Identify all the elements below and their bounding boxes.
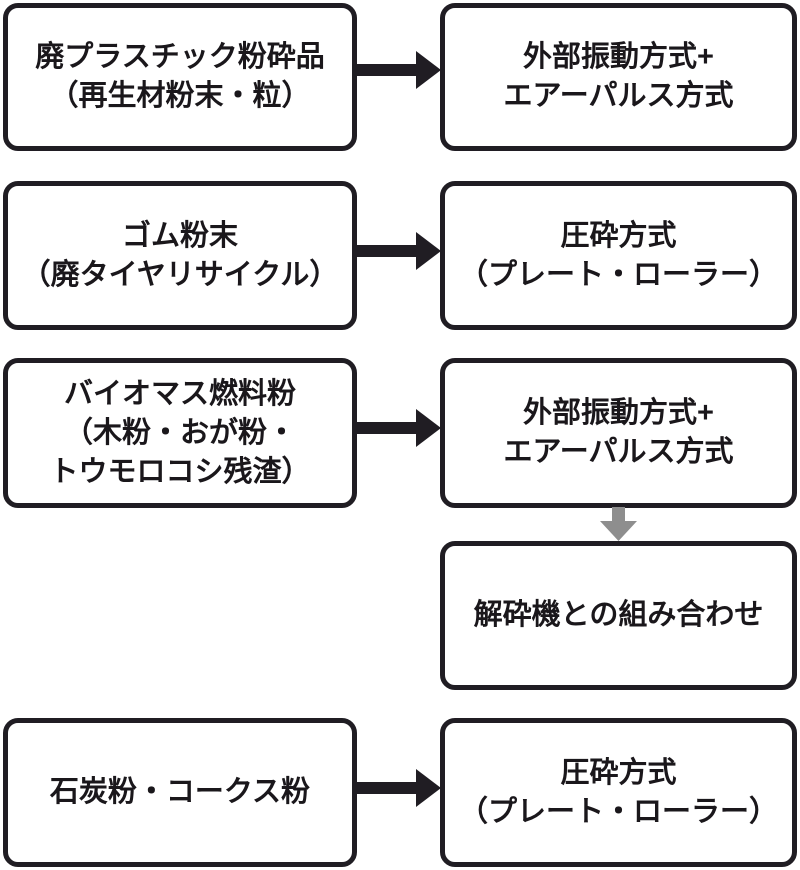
material-label: ゴム粉末 xyxy=(121,219,238,252)
material-label: （廃タイヤリサイクル） xyxy=(21,258,339,291)
right-arrow-icon xyxy=(357,232,441,270)
method-box-vibration-airpulse-2: 外部振動方式+ エアーパルス方式 xyxy=(440,358,797,508)
method-label: エアーパルス方式 xyxy=(503,436,734,468)
method-label: 外部振動方式+ xyxy=(523,397,714,429)
method-box-crushing-plate-roller-2: 圧砕方式 （プレート・ローラー） xyxy=(440,718,797,867)
method-label: （プレート・ローラー） xyxy=(458,795,778,828)
material-box-rubber-powder: ゴム粉末 （廃タイヤリサイクル） xyxy=(3,181,357,330)
material-box-coal-coke-powder: 石炭粉・コークス粉 xyxy=(3,718,357,867)
method-label: エアーパルス方式 xyxy=(503,80,734,112)
right-arrow-icon xyxy=(357,51,441,89)
method-label: 圧砕方式 xyxy=(560,219,677,252)
followup-box-crusher-combination: 解砕機との組み合わせ xyxy=(440,541,797,690)
method-box-vibration-airpulse: 外部振動方式+ エアーパルス方式 xyxy=(440,3,797,151)
method-label: 外部振動方式+ xyxy=(523,41,714,73)
material-label: 廃プラスチック粉砕品 xyxy=(35,41,325,73)
right-arrow-icon xyxy=(357,769,441,807)
method-label: （プレート・ローラー） xyxy=(458,258,778,291)
material-label: （再生材粉末・粒） xyxy=(49,80,311,112)
method-label: 圧砕方式 xyxy=(560,756,677,789)
material-label: （木粉・おが粉・ xyxy=(63,416,296,449)
material-label: 石炭粉・コークス粉 xyxy=(49,776,311,808)
material-box-biomass-fuel-powder: バイオマス燃料粉 （木粉・おが粉・ トウモロコシ残渣） xyxy=(3,358,357,508)
method-box-crushing-plate-roller: 圧砕方式 （プレート・ローラー） xyxy=(440,181,797,330)
followup-label: 解砕機との組み合わせ xyxy=(473,599,764,631)
right-arrow-icon xyxy=(357,409,441,447)
material-label: トウモロコシ残渣） xyxy=(49,455,311,488)
material-label: バイオマス燃料粉 xyxy=(63,377,296,410)
down-arrow-icon xyxy=(600,507,637,541)
material-box-waste-plastic: 廃プラスチック粉砕品 （再生材粉末・粒） xyxy=(3,3,357,151)
